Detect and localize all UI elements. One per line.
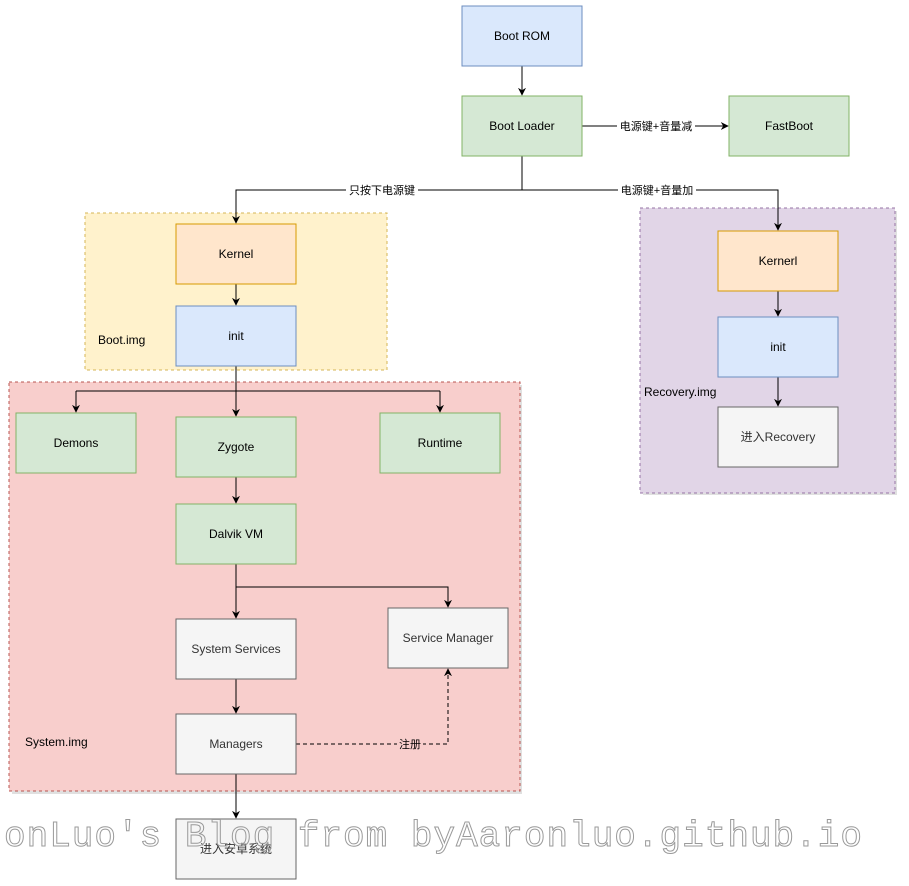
node-kernerl-recovery: Kernerl <box>717 230 839 292</box>
edge-bootloader-recovery <box>522 189 782 231</box>
node-system-services-label: System Services <box>191 642 280 656</box>
node-managers-label: Managers <box>209 737 262 751</box>
node-init-recovery: init <box>717 316 839 378</box>
node-enter-recovery-label: 进入Recovery <box>741 430 816 444</box>
label-power-only: 只按下电源键 <box>349 183 415 197</box>
node-enter-android: 进入安卓系统 <box>175 818 297 880</box>
node-runtime: Runtime <box>379 412 501 474</box>
label-power-vol-up: 电源键+音量加 <box>621 183 693 197</box>
node-boot-rom-label: Boot ROM <box>494 29 550 43</box>
node-init-boot: init <box>175 305 297 367</box>
node-boot-loader-label: Boot Loader <box>489 119 554 133</box>
group-system-img-label: System.img <box>25 735 88 749</box>
node-kernel: Kernel <box>175 223 297 285</box>
node-zygote: Zygote <box>175 416 297 478</box>
node-service-manager-label: Service Manager <box>403 631 494 645</box>
node-managers: Managers <box>175 713 297 775</box>
node-service-manager: Service Manager <box>387 607 509 669</box>
edge-managers-servicemanager <box>296 668 452 745</box>
node-boot-rom: Boot ROM <box>461 5 583 67</box>
node-demons-label: Demons <box>54 436 99 450</box>
node-system-services: System Services <box>175 618 297 680</box>
node-dalvik-vm: Dalvik VM <box>175 503 297 565</box>
node-kernel-label: Kernel <box>219 247 254 261</box>
edge-dalvik-servicemanager <box>236 586 452 608</box>
node-fastboot-label: FastBoot <box>765 119 814 133</box>
node-enter-android-label: 进入安卓系统 <box>200 841 272 856</box>
group-boot-img-label: Boot.img <box>98 333 145 347</box>
node-dalvik-vm-label: Dalvik VM <box>209 527 263 541</box>
group-recovery-img-label: Recovery.img <box>644 385 716 399</box>
label-power-vol-down: 电源键+音量减 <box>620 119 692 133</box>
label-register: 注册 <box>399 737 421 751</box>
node-kernerl-recovery-label: Kernerl <box>759 254 798 268</box>
node-fastboot: FastBoot <box>728 95 850 157</box>
node-init-boot-label: init <box>228 329 244 343</box>
node-runtime-label: Runtime <box>418 436 463 450</box>
watermark: onLuo's Blog from byAaronluo.github.io <box>4 816 863 857</box>
node-zygote-label: Zygote <box>218 440 255 454</box>
edge-labels: 电源键+音量减 只按下电源键 电源键+音量加 注册 <box>346 119 696 751</box>
node-boot-loader: Boot Loader <box>461 95 583 157</box>
node-init-recovery-label: init <box>770 340 786 354</box>
node-enter-recovery: 进入Recovery <box>717 406 839 468</box>
node-demons: Demons <box>15 412 137 474</box>
